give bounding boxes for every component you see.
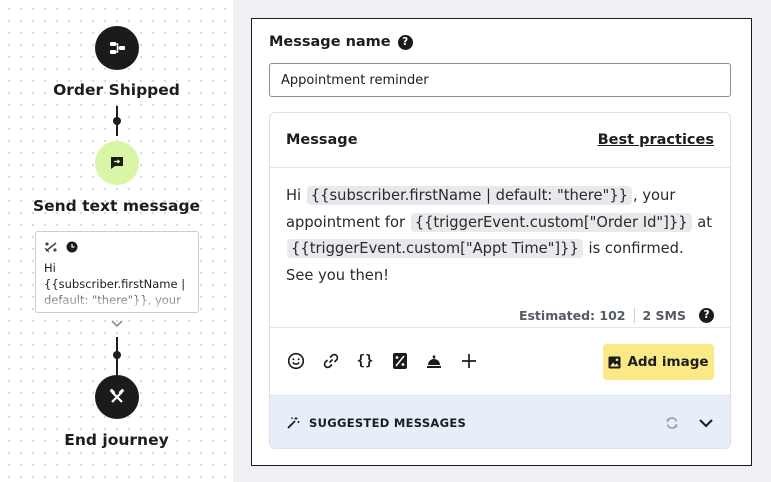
discount-icon[interactable]	[390, 351, 410, 371]
connector-dot	[113, 351, 121, 359]
body-text: is confirmed. See you then!	[286, 240, 684, 284]
sms-count: 2 SMS	[642, 307, 687, 323]
message-icon	[111, 157, 123, 169]
message-name-title: Message name	[269, 34, 391, 50]
add-image-label: Add image	[627, 354, 709, 370]
end-journey-node[interactable]	[95, 375, 139, 419]
sms-preview-text: Hi {{subscriber.firstName | default: "th…	[44, 261, 186, 312]
send-text-node[interactable]	[95, 141, 139, 185]
variable-token[interactable]: {{triggerEvent.custom["Appt Time"]}}	[287, 239, 583, 258]
refresh-icon[interactable]	[664, 415, 680, 431]
composer-toolbar: {} Add image	[270, 327, 730, 394]
message-body-editor[interactable]: Hi {{subscriber.firstName | default: "th…	[270, 168, 730, 298]
send-text-label: Send text message	[32, 197, 201, 215]
clock-icon	[66, 241, 78, 253]
message-name-label: Message name ?	[269, 31, 413, 53]
link-icon[interactable]	[321, 351, 341, 371]
suggested-messages-label: SUGGESTED MESSAGES	[309, 416, 467, 430]
estimated-count: Estimated: 102	[518, 307, 626, 323]
message-name-input[interactable]	[269, 63, 731, 97]
message-composer: Message Best practices Hi {{subscriber.f…	[269, 112, 731, 449]
percent-off-icon	[44, 242, 57, 253]
emoji-icon[interactable]	[286, 351, 306, 371]
plus-icon[interactable]	[459, 351, 479, 371]
chevron-down-icon[interactable]	[698, 418, 714, 428]
message-header: Message Best practices	[270, 113, 730, 168]
variable-token[interactable]: {{triggerEvent.custom["Order Id"]}}	[410, 212, 692, 232]
variable-token[interactable]: {{subscriber.firstName | default: "there…	[306, 186, 633, 205]
help-icon[interactable]: ?	[699, 307, 714, 323]
service-bell-icon[interactable]	[424, 351, 444, 371]
sms-preview-card[interactable]: Hi {{subscriber.firstName | default: "th…	[35, 231, 199, 313]
divider	[633, 307, 635, 323]
help-icon[interactable]: ?	[397, 34, 413, 50]
chevron-down-icon[interactable]	[110, 318, 124, 328]
body-text: , your appointment for	[286, 187, 676, 231]
message-label: Message	[286, 132, 358, 148]
order-shipped-node[interactable]	[95, 26, 139, 70]
order-shipped-label: Order Shipped	[53, 81, 180, 99]
suggested-messages-bar[interactable]: SUGGESTED MESSAGES	[270, 395, 730, 448]
body-text: at	[692, 213, 713, 231]
sms-estimate: Estimated: 102 2 SMS ?	[519, 305, 714, 325]
journey-canvas: Order Shipped Send text message Hi {{sub…	[0, 0, 233, 482]
connector-dot	[113, 117, 121, 125]
best-practices-link[interactable]: Best practices	[597, 132, 714, 148]
add-image-button[interactable]: Add image	[603, 344, 714, 380]
image-icon	[608, 356, 621, 368]
magic-wand-icon	[287, 417, 300, 429]
crossed-tools-icon	[109, 388, 125, 403]
branch-icon	[110, 42, 125, 54]
end-journey-label: End journey	[64, 431, 169, 449]
body-text: Hi	[286, 187, 306, 204]
variable-braces-icon[interactable]: {}	[356, 353, 374, 369]
